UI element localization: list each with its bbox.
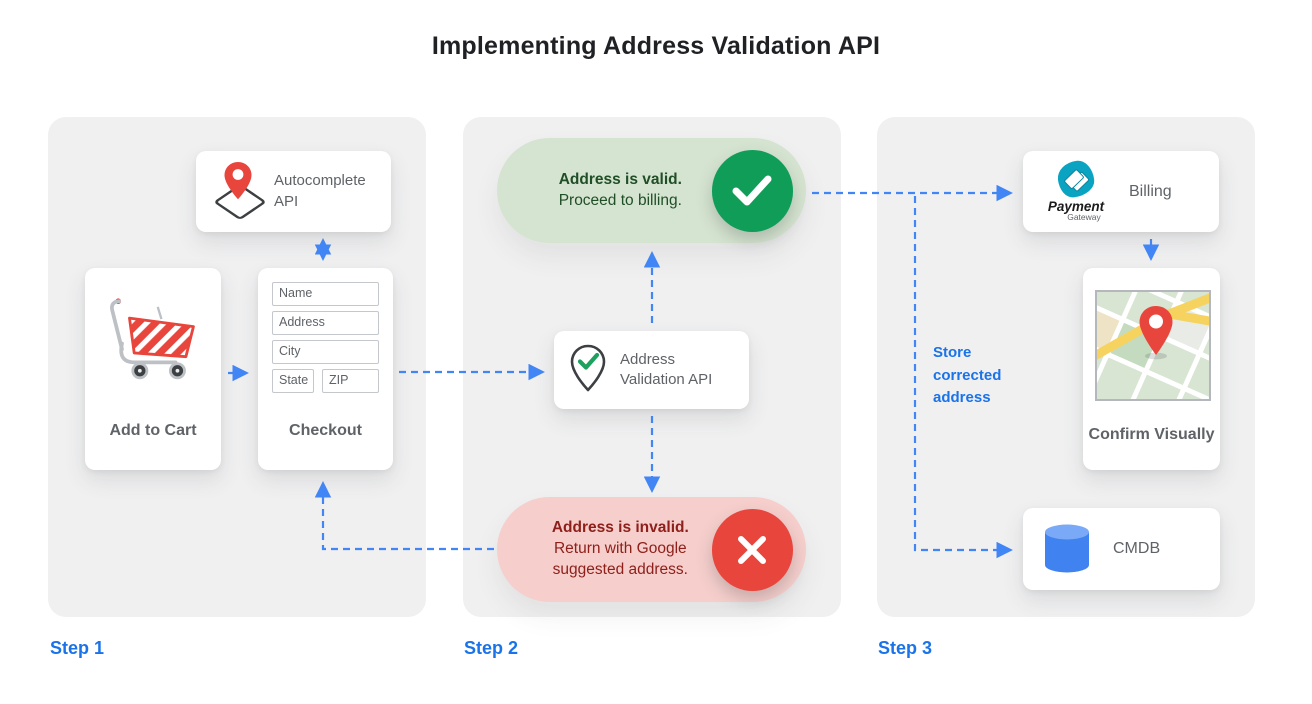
valid-check-icon — [711, 149, 793, 232]
name-field: Name — [272, 282, 379, 306]
invalid-x-icon — [711, 508, 793, 591]
city-field: City — [272, 340, 379, 364]
cmdb-label: CMDB — [1113, 540, 1161, 558]
address-invalid-pill: Address is invalid. Return with Google s… — [497, 497, 806, 602]
step2-label: Step 2 — [464, 638, 519, 658]
payment-gateway-logo: Payment Gateway — [1037, 158, 1115, 223]
state-field: State — [272, 369, 314, 393]
address-field: Address — [272, 311, 379, 335]
store-corrected-address-note: Store corrected address — [933, 344, 1002, 406]
address-validation-api-card: Address Validation API — [554, 331, 749, 409]
add-to-cart-card: Add to Cart — [85, 268, 221, 470]
address-invalid-subtitle: Return with Google suggested address. — [552, 540, 688, 578]
confirm-visually-card: Confirm Visually — [1083, 268, 1220, 470]
address-invalid-text: Address is invalid. Return with Google s… — [529, 518, 712, 581]
address-valid-text: Address is valid. Proceed to billing. — [529, 170, 712, 212]
address-invalid-title: Address is invalid. — [551, 519, 689, 537]
billing-card: Payment Gateway Billing — [1023, 151, 1219, 232]
payment-gateway-name: Payment — [1047, 198, 1105, 214]
map-thumbnail — [1095, 290, 1211, 401]
cmdb-card: CMDB — [1023, 508, 1220, 590]
billing-label: Billing — [1129, 182, 1172, 200]
database-icon — [1045, 524, 1089, 573]
address-valid-title: Address is valid. — [558, 170, 682, 188]
autocomplete-map-pin-icon — [210, 161, 267, 223]
confirm-visually-label: Confirm Visually — [1088, 426, 1215, 444]
address-valid-subtitle: Proceed to billing. — [558, 191, 682, 209]
autocomplete-api-card: Autocomplete API — [196, 151, 391, 232]
page-title: Implementing Address Validation API — [431, 32, 881, 60]
address-validation-api-label: Address Validation API — [620, 350, 713, 388]
checkout-label: Checkout — [289, 422, 362, 440]
step3-label: Step 3 — [878, 638, 933, 658]
step1-label: Step 1 — [50, 638, 105, 658]
add-to-cart-label: Add to Cart — [109, 422, 197, 440]
checkout-form: Name Address City State ZIP — [258, 268, 393, 398]
validation-pin-check-icon — [570, 344, 606, 392]
checkout-card: Name Address City State ZIP Checkout — [258, 268, 393, 470]
zip-field: ZIP — [322, 369, 379, 393]
payment-gateway-sub: Gateway — [1067, 212, 1101, 223]
shopping-cart-icon — [110, 298, 195, 380]
autocomplete-api-label: Autocomplete API — [274, 172, 366, 210]
payment-gateway-icon — [1056, 158, 1096, 199]
address-valid-pill: Address is valid. Proceed to billing. — [497, 138, 806, 243]
